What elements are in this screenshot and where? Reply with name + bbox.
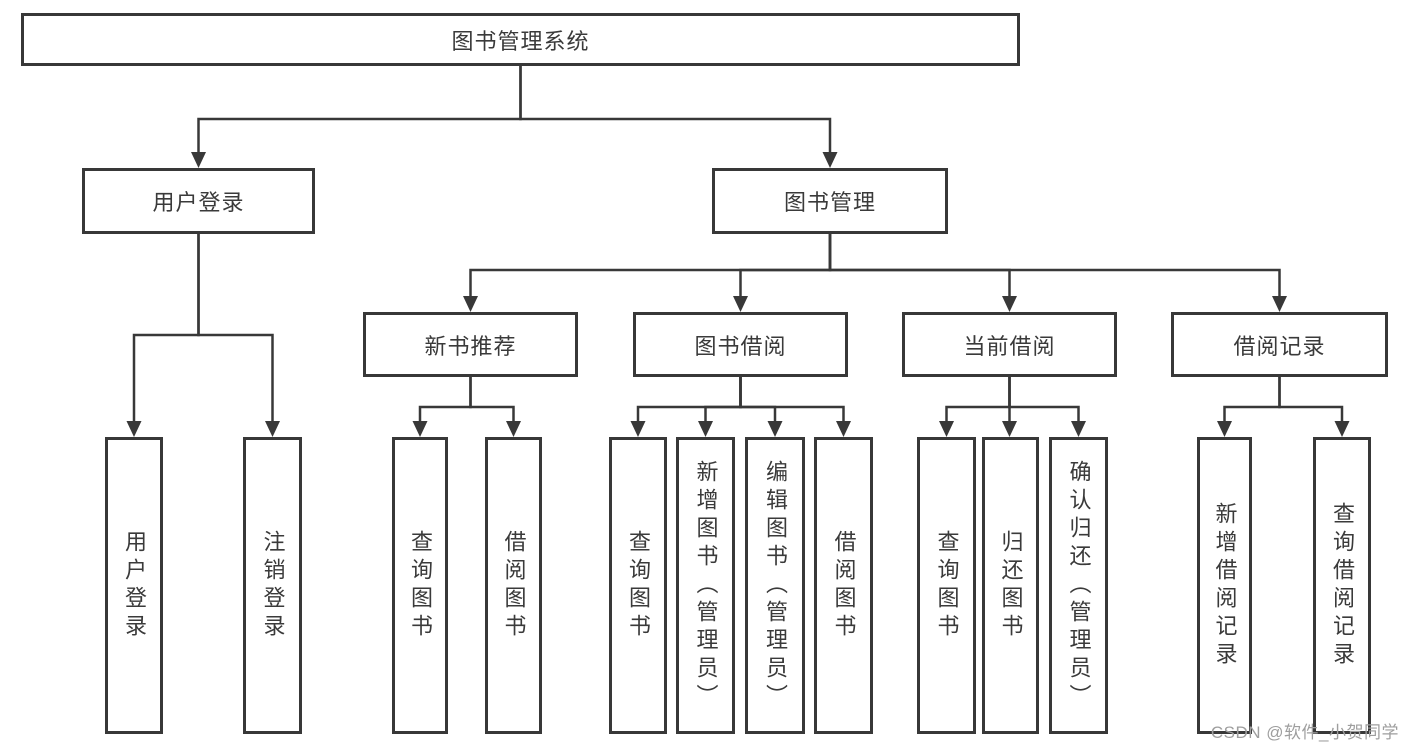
leaf-borrow-books: 借阅图书 [814,437,873,734]
leaf-logout: 注销登录 [243,437,302,734]
leaf-user-login: 用户登录 [105,437,163,734]
node-new-book-recommend: 新书推荐 [363,312,578,377]
leaf-return-books: 归还图书 [982,437,1039,734]
leaf-query-books-recommend: 查询图书 [392,437,448,734]
leaf-borrow-books-recommend: 借阅图书 [485,437,542,734]
leaf-query-borrow-record: 查询借阅记录 [1313,437,1371,734]
node-book-management: 图书管理 [712,168,948,234]
leaf-add-borrow-record: 新增借阅记录 [1197,437,1252,734]
node-borrow-records: 借阅记录 [1171,312,1388,377]
leaf-query-books-borrow: 查询图书 [609,437,667,734]
leaf-edit-books-admin: 编辑图书（管理员） [745,437,805,734]
leaf-add-books-admin: 新增图书（管理员） [676,437,735,734]
node-root-system: 图书管理系统 [21,13,1020,66]
node-current-borrow: 当前借阅 [902,312,1117,377]
leaf-confirm-return-admin: 确认归还（管理员） [1049,437,1108,734]
node-user-login: 用户登录 [82,168,315,234]
node-book-borrow: 图书借阅 [633,312,848,377]
csdn-watermark: CSDN @软件_小贺同学 [1210,723,1399,742]
leaf-query-books-current: 查询图书 [917,437,976,734]
